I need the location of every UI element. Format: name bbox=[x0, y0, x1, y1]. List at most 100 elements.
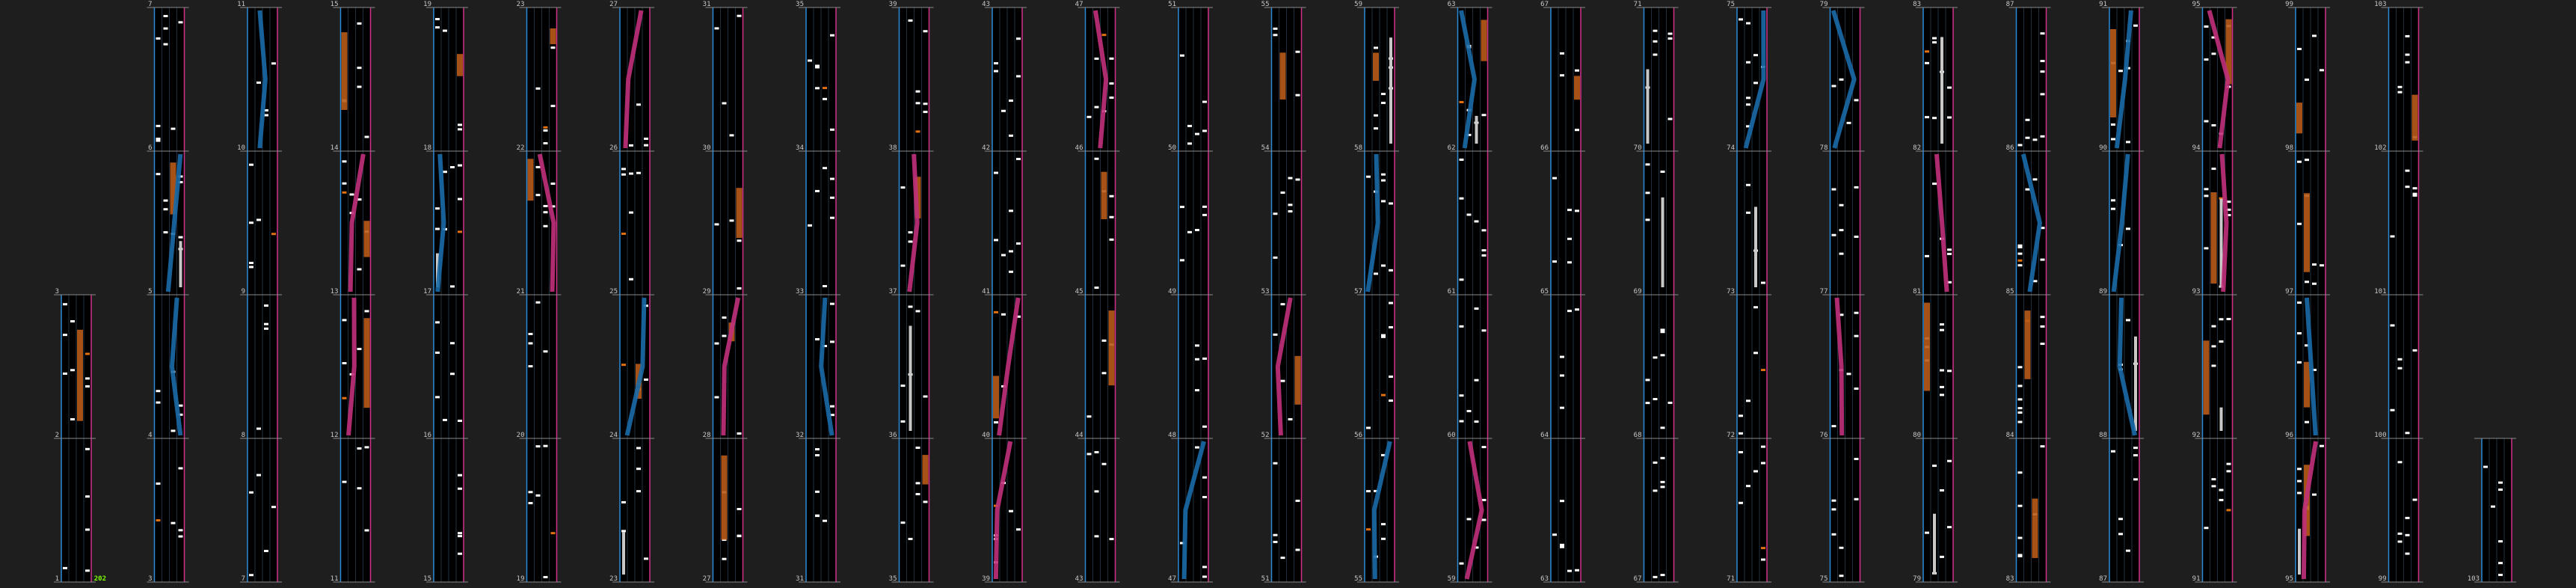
tap-note bbox=[450, 373, 455, 376]
slide-path bbox=[2219, 153, 2229, 293]
tap-note bbox=[1180, 542, 1184, 545]
tap-note bbox=[1109, 215, 1114, 218]
tap-note bbox=[1459, 394, 1464, 397]
tap-note bbox=[342, 182, 347, 185]
combo-counter: 202 bbox=[94, 575, 106, 583]
tap-note bbox=[2111, 199, 2115, 202]
tap-note bbox=[1459, 325, 1464, 328]
tap-note bbox=[2017, 504, 2023, 507]
tap-note bbox=[2040, 60, 2045, 63]
tap-note bbox=[636, 468, 641, 471]
chip-note bbox=[1381, 393, 1386, 396]
tap-note bbox=[830, 216, 834, 219]
tap-note bbox=[249, 261, 253, 264]
tap-note bbox=[1202, 575, 1207, 578]
tap-note bbox=[535, 194, 541, 197]
tap-note bbox=[1295, 94, 1300, 97]
tap-note bbox=[178, 404, 183, 407]
measure-number: 89 bbox=[2099, 288, 2107, 295]
tap-note bbox=[808, 224, 812, 227]
slide-path bbox=[997, 297, 1021, 436]
tap-note bbox=[357, 487, 362, 490]
measure-number: 57 bbox=[1354, 288, 1362, 295]
hold-note bbox=[2298, 528, 2301, 575]
tap-note bbox=[994, 239, 998, 242]
tap-note bbox=[528, 491, 533, 494]
hold-note bbox=[179, 241, 182, 287]
tap-note bbox=[815, 87, 820, 90]
slide-path bbox=[1834, 297, 1845, 436]
measure-number: 20 bbox=[517, 432, 525, 439]
tap-note bbox=[1746, 485, 1750, 488]
chip-note bbox=[550, 532, 556, 535]
tap-note bbox=[2211, 52, 2216, 55]
tap-note bbox=[1560, 500, 1564, 503]
tap-note bbox=[1466, 213, 1472, 216]
slide-path bbox=[1275, 297, 1293, 436]
measure-number: 21 bbox=[517, 288, 525, 295]
tap-note bbox=[1459, 420, 1464, 423]
tap-note bbox=[1653, 29, 1658, 32]
chip-note bbox=[458, 230, 462, 233]
tap-note bbox=[2297, 468, 2302, 471]
tap-note bbox=[1831, 533, 1836, 536]
measure-number: 81 bbox=[1913, 288, 1921, 295]
tap-note bbox=[1761, 445, 1765, 448]
tap-note bbox=[1280, 557, 1285, 560]
tap-note bbox=[1925, 116, 1929, 119]
tap-note bbox=[2118, 70, 2123, 73]
tap-note bbox=[458, 420, 462, 423]
tap-note bbox=[1288, 203, 1293, 206]
tap-note bbox=[178, 236, 183, 239]
tap-note bbox=[2133, 24, 2138, 27]
tap-note bbox=[1667, 401, 1673, 404]
slide-path bbox=[348, 153, 366, 293]
tap-note bbox=[2226, 200, 2231, 203]
tap-note bbox=[629, 211, 633, 214]
tap-note bbox=[1381, 537, 1386, 540]
tap-note bbox=[2498, 562, 2503, 565]
tap-note bbox=[1560, 545, 1564, 548]
measure-number: 86 bbox=[2006, 144, 2014, 152]
tap-note bbox=[1947, 526, 1952, 529]
tap-note bbox=[908, 231, 913, 234]
tap-note bbox=[1567, 569, 1572, 572]
tap-note bbox=[1109, 238, 1114, 241]
measure-number: 55 bbox=[1261, 1, 1270, 8]
tap-note bbox=[435, 227, 440, 230]
chip-note bbox=[1366, 528, 1371, 531]
tap-note bbox=[1854, 311, 1859, 314]
slide-path bbox=[2301, 441, 2318, 580]
tap-note bbox=[435, 18, 440, 21]
tap-note bbox=[1109, 57, 1114, 60]
tap-note bbox=[256, 474, 261, 477]
tap-note bbox=[170, 521, 176, 524]
hold-block bbox=[363, 221, 370, 257]
tap-note bbox=[2017, 144, 2023, 147]
tap-note bbox=[823, 345, 827, 348]
tap-note bbox=[2305, 281, 2309, 284]
slide-path bbox=[537, 153, 556, 293]
tap-note bbox=[1101, 339, 1107, 342]
tap-note bbox=[1645, 163, 1650, 166]
tap-note bbox=[1389, 202, 1393, 205]
tap-note bbox=[63, 372, 67, 375]
tap-note bbox=[1459, 197, 1464, 200]
measure-number: 99 bbox=[2285, 1, 2293, 8]
tap-note bbox=[1466, 518, 1472, 521]
hold-block bbox=[736, 188, 743, 239]
tap-note bbox=[1381, 102, 1386, 105]
hold-block bbox=[1101, 171, 1107, 220]
tap-note bbox=[458, 552, 462, 555]
tap-note bbox=[2320, 69, 2324, 72]
tap-note bbox=[271, 506, 276, 509]
tap-note bbox=[2312, 368, 2317, 371]
measure-number: 99 bbox=[2379, 575, 2387, 583]
tap-note bbox=[2397, 85, 2403, 88]
tap-note bbox=[1001, 109, 1006, 112]
tap-note bbox=[163, 199, 168, 202]
measure-number: 30 bbox=[703, 144, 711, 152]
chip-note bbox=[621, 364, 626, 367]
tap-note bbox=[1273, 256, 1278, 259]
tap-note bbox=[2017, 536, 2023, 539]
